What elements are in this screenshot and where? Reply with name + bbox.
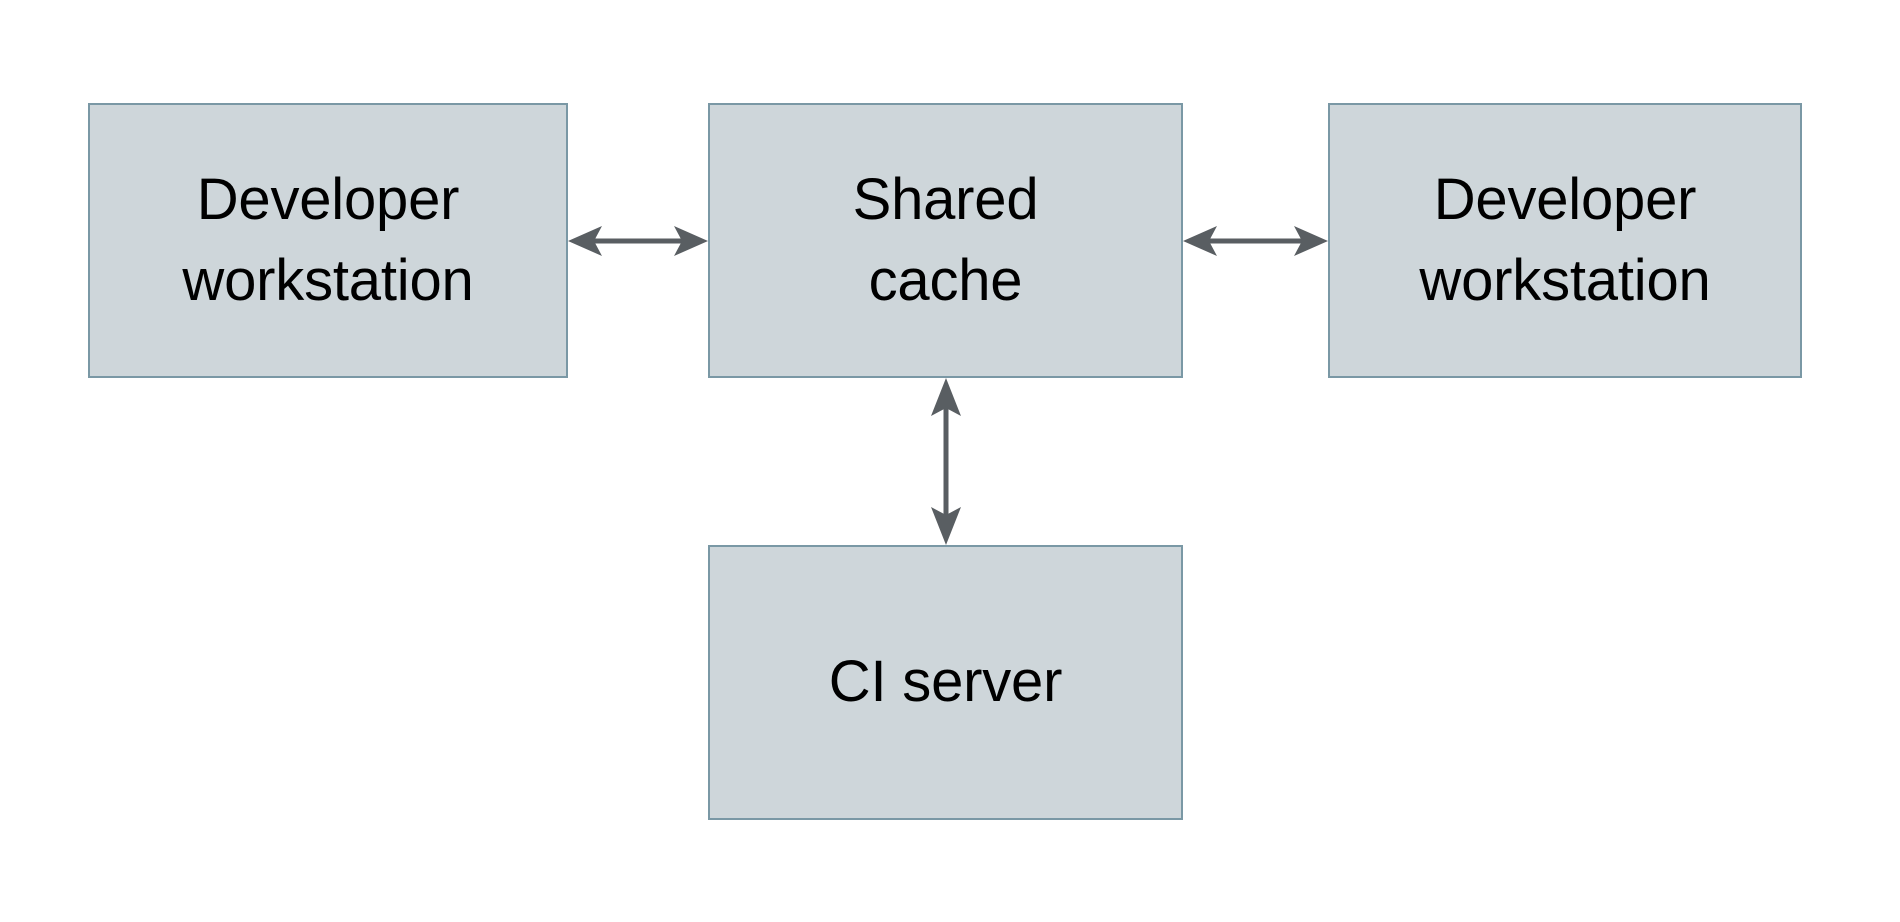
edge-shared-cache-to-ci-server[interactable]: [923, 378, 969, 545]
edge-shared-cache-to-developer-right[interactable]: [1183, 218, 1328, 264]
node-label: Developer workstation: [182, 167, 474, 313]
node-shared-cache[interactable]: Shared cache: [708, 103, 1183, 378]
double-arrow-horizontal-icon: [568, 225, 708, 256]
edge-developer-left-to-shared-cache[interactable]: [568, 218, 708, 264]
node-developer-workstation-left[interactable]: Developer workstation: [88, 103, 568, 378]
node-label: Developer workstation: [1419, 167, 1711, 313]
double-arrow-vertical-icon: [930, 378, 961, 545]
node-ci-server[interactable]: CI server: [708, 545, 1183, 820]
node-developer-workstation-right[interactable]: Developer workstation: [1328, 103, 1802, 378]
node-label: Shared cache: [852, 167, 1039, 313]
double-arrow-horizontal-icon: [1183, 225, 1328, 256]
node-label: CI server: [828, 649, 1063, 715]
